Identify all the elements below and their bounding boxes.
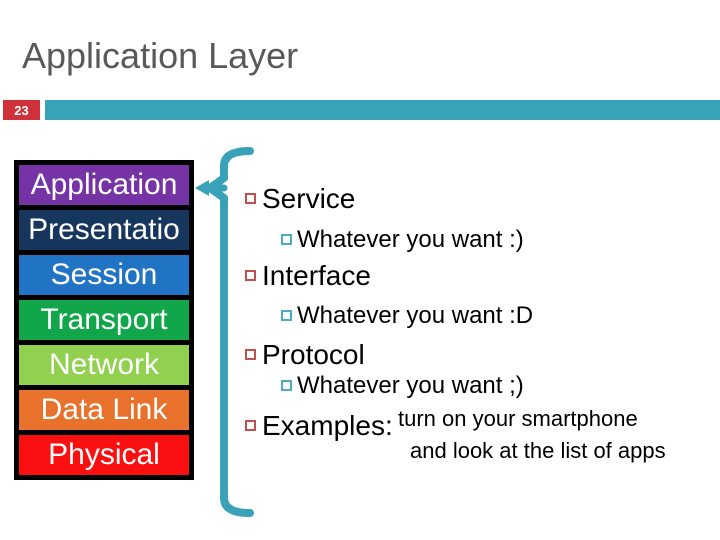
stack-layer-datalink: Data Link — [19, 390, 189, 430]
annotation-line2: and look at the list of apps — [410, 438, 666, 463]
bullet-square-icon — [245, 420, 256, 431]
stack-layer-application: Application — [19, 165, 189, 205]
bullet-protocol-sub: Whatever you want ;) — [297, 372, 524, 399]
bullet-service-sub: Whatever you want :) — [297, 226, 524, 253]
bullet-examples: Examples: — [262, 410, 393, 441]
bullet-square-icon — [245, 349, 256, 360]
bullet-square-icon — [245, 193, 256, 204]
slide-number-badge: 23 — [3, 100, 40, 120]
stack-layer-physical: Physical — [19, 435, 189, 475]
stack-layer-transport: Transport — [19, 300, 189, 340]
stack-layer-network: Network — [19, 345, 189, 385]
page-title: Application Layer — [22, 35, 299, 76]
arrow-head-icon — [195, 180, 209, 196]
osi-stack: Application Presentatio Session Transpor… — [14, 160, 194, 480]
annotation-line1: turn on your smartphone — [398, 406, 638, 431]
brace-arrow-graphic — [195, 147, 254, 517]
bullet-protocol: Protocol — [262, 339, 365, 370]
bullet-square-icon — [281, 234, 292, 245]
stack-layer-session: Session — [19, 255, 189, 295]
bullet-interface: Interface — [262, 260, 371, 291]
bullet-interface-sub: Whatever you want :D — [297, 302, 534, 329]
bullet-square-icon — [281, 310, 292, 321]
curly-brace — [206, 147, 254, 517]
stack-layer-presentation: Presentatio — [19, 210, 189, 250]
bullet-service: Service — [262, 183, 356, 214]
bullet-square-icon — [281, 380, 292, 391]
bullet-square-icon — [245, 270, 256, 281]
header-divider-band — [45, 100, 720, 120]
